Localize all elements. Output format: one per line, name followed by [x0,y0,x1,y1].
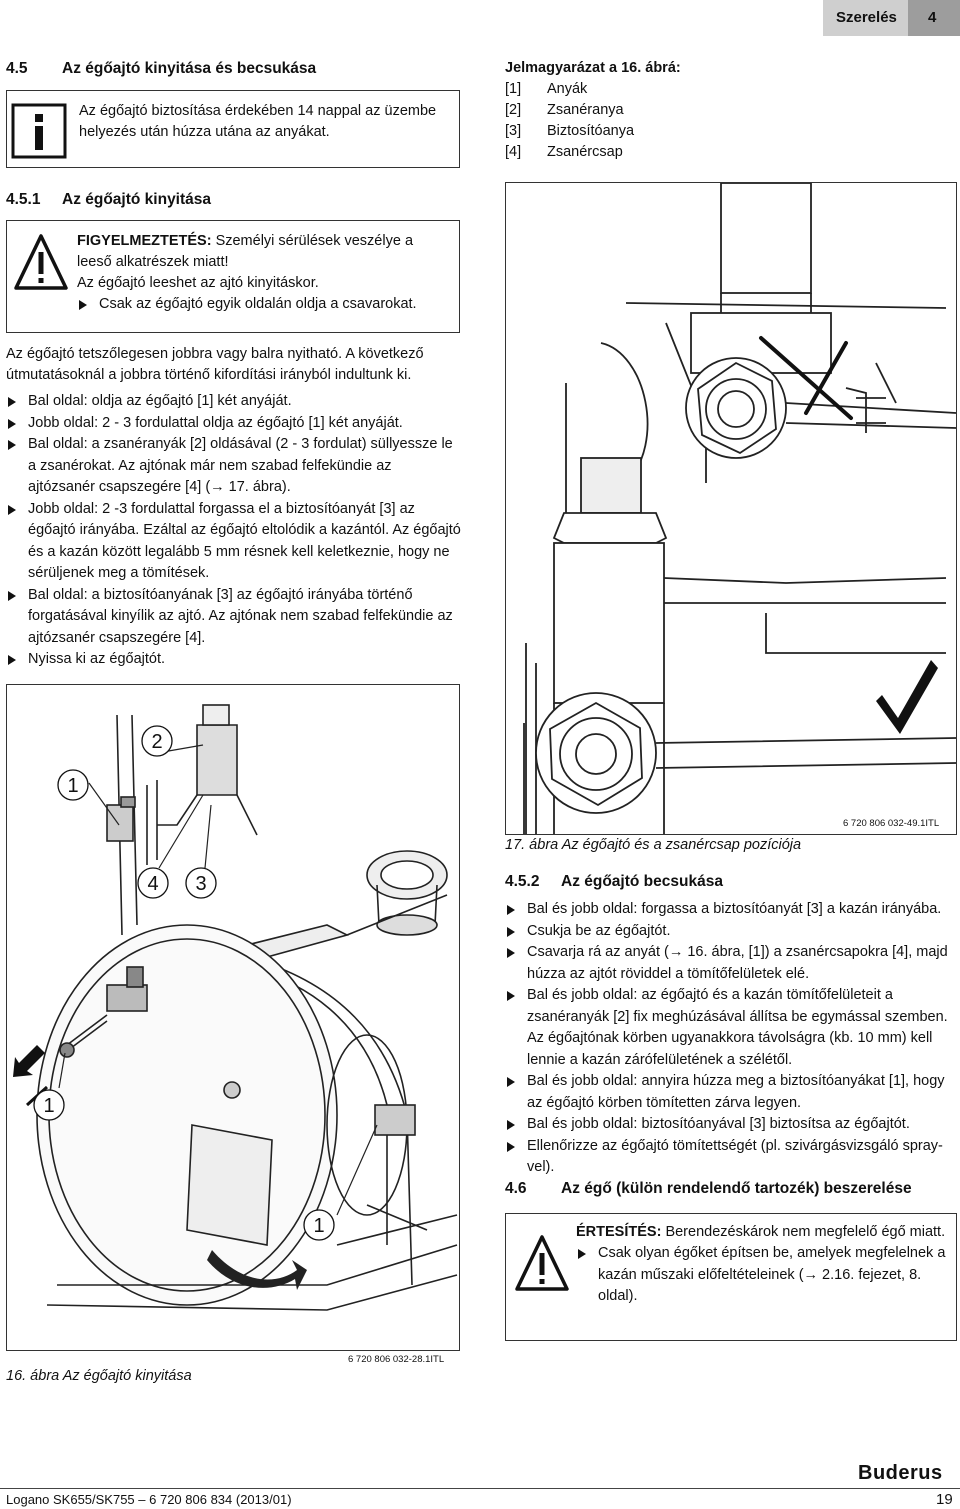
callout-label: 3 [195,873,206,895]
warning-box: FIGYELMEZTETÉS: Személyi sérülések veszé… [6,220,460,333]
figure-16-caption: 16. ábra Az égőajtó kinyitása [6,1368,192,1384]
warning-text: FIGYELMEZTETÉS: Személyi sérülések veszé… [77,233,414,270]
brand-logo: Buderus [858,1462,943,1484]
figure-16-code: 6 720 806 032-28.1ITL [348,1354,445,1365]
arrow-icon [13,1045,45,1077]
check-mark-icon [876,660,938,734]
header-page-badge-label: 4 [928,9,937,26]
list-item: Nyissa ki az égőajtót. [6,649,462,671]
header-page-badge [908,0,960,36]
legend-item: [3]Biztosítóanya [505,123,635,139]
list-item: Ellenőrizze az égőajtó tömítettségét (pl… [505,1136,957,1179]
legend-item: [1]Anyák [505,81,588,97]
list-item: Jobb oldal: 2 - 3 fordulattal oldja az é… [6,413,462,435]
notice-text: ÉRTESÍTÉS: Berendezéskárok nem megfelelő… [576,1224,946,1240]
callout-label: 2 [151,731,162,753]
list-item: Bal oldal: a zsanéranyák [2] oldásával (… [6,434,462,499]
list-item: Csukja be az égőajtót. [505,921,957,943]
notice-box: ÉRTESÍTÉS: Berendezéskárok nem megfelelő… [505,1213,957,1341]
list-item: Csavarja rá az anyát (→ 16. ábra, [1]) a… [505,942,957,985]
legend-item: [4]Zsanércsap [505,144,623,160]
legend-title: Jelmagyarázat a 16. ábrá: [505,60,681,76]
intro-paragraph: Az égőajtó tetszőlegesen jobbra vagy bal… [6,346,424,383]
list-item: Bal és jobb oldal: biztosítóanyával [3] … [505,1114,957,1136]
callout-label: 1 [313,1215,324,1237]
cross-mark-icon [759,336,853,420]
figure-17-frame [505,182,957,835]
warning-bullet: Csak az égőajtó egyik oldalán oldja a cs… [77,294,449,316]
legend: Jelmagyarázat a 16. ábrá: [1]Anyák [2]Zs… [505,58,945,163]
figure-16-frame: 1 2 4 3 1 1 [6,684,460,1351]
figure-17-code: 6 720 806 032-49.1ITL [843,818,940,829]
callout-label: 4 [147,873,158,895]
callout-label: 1 [43,1095,54,1117]
list-item: Bal és jobb oldal: annyira húzza meg a b… [505,1071,957,1114]
header-section-title: Szerelés [836,9,897,26]
warning-line2: Az égőajtó leeshet az ajtó kinyitáskor. [77,275,319,291]
list-item: Bal oldal: a biztosítóanyának [3] az égő… [6,585,462,650]
list-item: Bal oldal: oldja az égőajtó [1] két anyá… [6,391,462,413]
header-section-box [823,0,908,36]
warning-triangle-icon [515,1235,569,1291]
figure-16-illustration: 1 2 4 3 1 1 [13,704,458,1311]
footer-rule [0,1488,960,1489]
footer-doc-id: Logano SK655/SK755 – 6 720 806 834 (2013… [6,1492,292,1507]
open-steps-list: Bal oldal: oldja az égőajtó [1] két anyá… [6,391,462,671]
warning-triangle-icon [14,234,68,290]
info-icon [11,103,67,159]
info-text: Az égőajtó biztosítása érdekében 14 napp… [79,103,437,140]
list-item: Jobb oldal: 2 -3 fordulattal forgassa el… [6,499,462,585]
figure-17-caption: 17. ábra Az égőajtó és a zsanércsap pozí… [505,837,802,853]
notice-bullet: Csak olyan égőket építsen be, amelyek me… [576,1243,946,1308]
footer-page-number: 19 [936,1491,953,1508]
callout-label: 1 [67,775,78,797]
rotation-arrow-icon [207,1250,307,1290]
close-steps-list: Bal és jobb oldal: forgassa a biztosítóa… [505,899,957,1179]
figure-17-illustration [523,182,957,834]
info-box: Az égőajtó biztosítása érdekében 14 napp… [6,90,460,168]
legend-item: [2]Zsanéranya [505,102,624,118]
list-item: Bal és jobb oldal: az égőajtó és a kazán… [505,985,957,1071]
list-item: Bal és jobb oldal: forgassa a biztosítóa… [505,899,957,921]
